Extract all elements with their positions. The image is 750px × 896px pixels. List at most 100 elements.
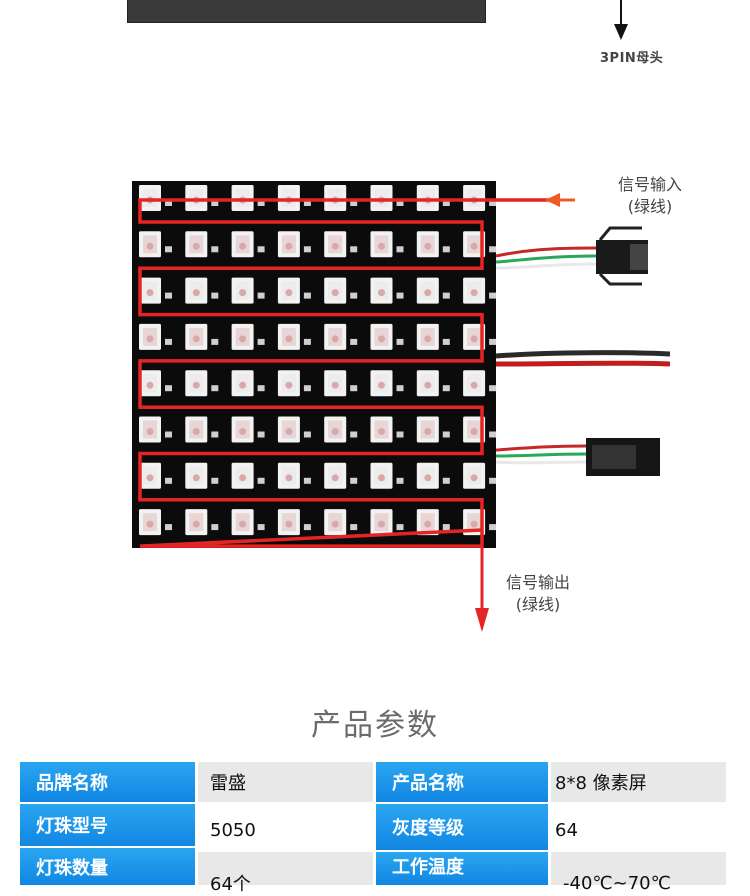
resistor-pad bbox=[442, 246, 450, 253]
led-chip bbox=[416, 462, 439, 489]
param-value-led-model: 5050 bbox=[198, 804, 373, 848]
param-value-temp: -40℃~70℃ bbox=[551, 852, 726, 894]
resistor-pad bbox=[350, 431, 358, 438]
resistor-pad bbox=[396, 200, 404, 206]
resistor-pad bbox=[303, 246, 311, 253]
resistor-pad bbox=[350, 338, 358, 345]
led-chip bbox=[370, 370, 393, 397]
resistor-pad bbox=[489, 431, 497, 438]
resistor-pad bbox=[489, 292, 497, 299]
resistor-pad bbox=[442, 338, 450, 345]
led-chip bbox=[277, 323, 300, 350]
resistor-pad bbox=[303, 292, 311, 299]
param-key-temp: 工作温度 bbox=[376, 852, 548, 885]
led-chip bbox=[139, 416, 161, 443]
output-arrow-icon bbox=[475, 608, 489, 632]
resistor-pad bbox=[396, 246, 404, 253]
led-chip bbox=[324, 231, 347, 258]
power-wires bbox=[495, 350, 670, 367]
led-chip bbox=[370, 416, 393, 443]
resistor-pad bbox=[165, 246, 172, 253]
led-chip bbox=[139, 370, 161, 397]
resistor-pad bbox=[211, 246, 219, 253]
led-chip bbox=[185, 509, 208, 536]
led-chip bbox=[231, 231, 254, 258]
led-chip bbox=[231, 185, 254, 211]
led-chip bbox=[277, 185, 300, 211]
input-arrow-icon bbox=[545, 193, 560, 207]
led-chip bbox=[324, 370, 347, 397]
led-chip bbox=[370, 462, 393, 489]
resistor-pad bbox=[489, 246, 497, 253]
param-key-gray-level: 灰度等级 bbox=[376, 804, 548, 850]
resistor-pad bbox=[489, 200, 497, 206]
led-chip bbox=[185, 231, 208, 258]
resistor-pad bbox=[257, 246, 265, 253]
led-chip bbox=[463, 370, 486, 397]
resistor-pad bbox=[257, 477, 265, 484]
param-key-led-model: 灯珠型号 bbox=[20, 804, 195, 846]
resistor-pad bbox=[211, 385, 219, 392]
resistor-pad bbox=[165, 292, 172, 299]
resistor-pad bbox=[165, 477, 172, 484]
led-chip bbox=[277, 370, 300, 397]
led-chip bbox=[185, 462, 208, 489]
led-chip bbox=[277, 416, 300, 443]
resistor-pad bbox=[350, 524, 358, 531]
led-chip bbox=[416, 370, 439, 397]
resistor-pad bbox=[257, 200, 265, 206]
resistor-pad bbox=[165, 338, 172, 345]
resistor-pad bbox=[303, 431, 311, 438]
led-chip bbox=[139, 231, 161, 258]
led-chip bbox=[277, 462, 300, 489]
resistor-pad bbox=[396, 385, 404, 392]
resistor-pad bbox=[165, 524, 172, 531]
resistor-pad bbox=[303, 385, 311, 392]
resistor-pad bbox=[257, 292, 265, 299]
resistor-pad bbox=[211, 292, 219, 299]
led-chip bbox=[370, 231, 393, 258]
led-chip bbox=[139, 509, 161, 536]
resistor-pad bbox=[165, 385, 172, 392]
led-chip bbox=[416, 416, 439, 443]
resistor-pad bbox=[257, 338, 265, 345]
led-chip bbox=[463, 231, 486, 258]
resistor-pad bbox=[211, 338, 219, 345]
led-chip bbox=[185, 277, 208, 304]
led-chip bbox=[463, 185, 486, 211]
led-chip bbox=[416, 509, 439, 536]
led-chip bbox=[231, 323, 254, 350]
resistor-pad bbox=[165, 200, 172, 206]
led-chip bbox=[277, 509, 300, 536]
param-value-product: 8*8 像素屏 bbox=[551, 762, 726, 802]
led-chip bbox=[370, 277, 393, 304]
led-chip bbox=[231, 416, 254, 443]
led-chip bbox=[231, 462, 254, 489]
section-title: 产品参数 bbox=[311, 708, 439, 743]
resistor-pad bbox=[303, 477, 311, 484]
param-key-brand: 品牌名称 bbox=[20, 762, 195, 802]
led-chip bbox=[185, 185, 208, 211]
connector-label: 3PIN母头 bbox=[600, 51, 664, 66]
resistor-pad bbox=[396, 431, 404, 438]
led-chip bbox=[277, 231, 300, 258]
param-value-brand: 雷盛 bbox=[198, 762, 373, 802]
led-chip bbox=[324, 462, 347, 489]
param-key-product: 产品名称 bbox=[376, 762, 548, 802]
led-chip bbox=[416, 185, 439, 211]
led-chip bbox=[139, 462, 161, 489]
led-chip bbox=[231, 370, 254, 397]
led-chip bbox=[463, 277, 486, 304]
resistor-pad bbox=[489, 338, 497, 345]
resistor-pad bbox=[442, 292, 450, 299]
led-chip bbox=[463, 416, 486, 443]
arrow-down-icon bbox=[614, 0, 628, 40]
resistor-pad bbox=[211, 431, 219, 438]
resistor-pad bbox=[257, 524, 265, 531]
led-chip bbox=[185, 323, 208, 350]
resistor-pad bbox=[489, 524, 497, 531]
led-chip bbox=[416, 323, 439, 350]
resistor-pad bbox=[350, 200, 358, 206]
resistor-pad bbox=[211, 477, 219, 484]
led-chip bbox=[370, 509, 393, 536]
